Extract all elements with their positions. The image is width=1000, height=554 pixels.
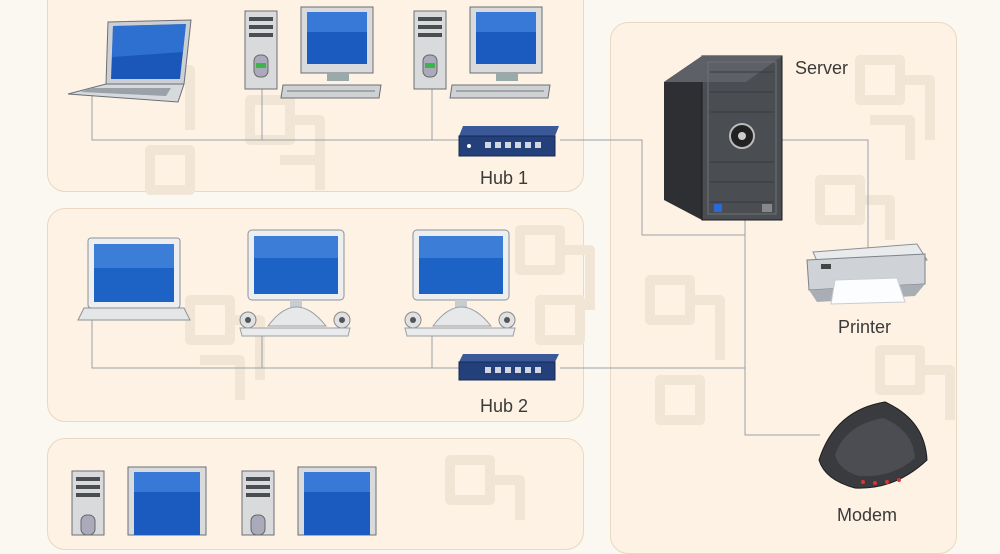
server-icon[interactable] [662,52,787,222]
desktop-computer-icon[interactable] [243,5,383,100]
desktop-computer-icon[interactable] [403,228,523,338]
hub-label-1: Hub 1 [480,168,529,188]
network-cables [91,88,869,436]
hub-label-2: Hub 2 [480,396,529,416]
laptop-icon[interactable] [66,12,192,107]
desktop-computer-icon[interactable] [238,228,358,338]
network-hub-icon[interactable] [455,124,565,160]
network-hub-icon[interactable] [455,352,565,384]
laptop-icon[interactable] [74,236,194,324]
modem-label: Modem [837,505,898,525]
server-label: Server [795,58,849,78]
printer-label: Printer [838,317,892,337]
printer-icon[interactable] [805,240,930,305]
desktop-computer-icon[interactable] [412,5,552,100]
modem-icon[interactable] [815,400,930,490]
